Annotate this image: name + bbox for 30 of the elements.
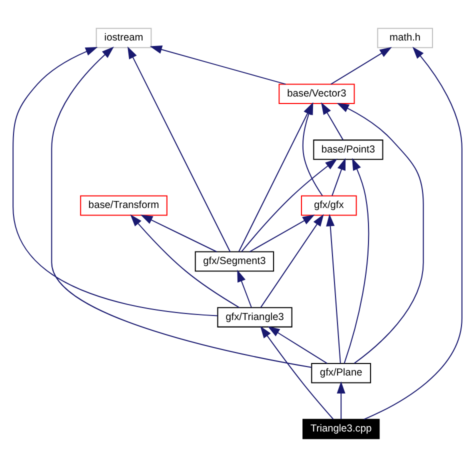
arrow: [149, 45, 286, 85]
node-box: gfx/Segment3: [194, 251, 274, 272]
arrow: [331, 158, 346, 196]
arrow: [240, 158, 337, 252]
arrow: [127, 46, 230, 252]
arrow: [248, 214, 314, 252]
arrow: [363, 46, 462, 420]
node-box: base/Point3: [312, 140, 383, 160]
node-box: gfx/Triangle3: [216, 307, 292, 328]
node-box: iostream: [95, 28, 152, 48]
arrow: [260, 326, 334, 420]
arrow: [336, 381, 345, 420]
arrow: [12, 46, 218, 316]
arrow: [130, 214, 240, 308]
node-box: base/Vector3: [278, 84, 354, 104]
arrow: [330, 47, 392, 85]
arrow: [236, 270, 252, 308]
arrow: [336, 102, 424, 364]
arrow: [260, 214, 324, 308]
node-box: gfx/Plane: [310, 362, 371, 384]
node-box: math.h: [376, 28, 432, 48]
arrow: [320, 102, 343, 140]
arrow: [343, 158, 369, 364]
node-box: Triangle3.cpp: [302, 418, 380, 440]
node-box: base/Transform: [80, 195, 167, 216]
arrow: [50, 46, 312, 368]
arrow: [267, 326, 327, 364]
arrow: [140, 214, 216, 252]
node-box: gfx/gfx: [300, 195, 356, 216]
arrow: [326, 214, 340, 364]
